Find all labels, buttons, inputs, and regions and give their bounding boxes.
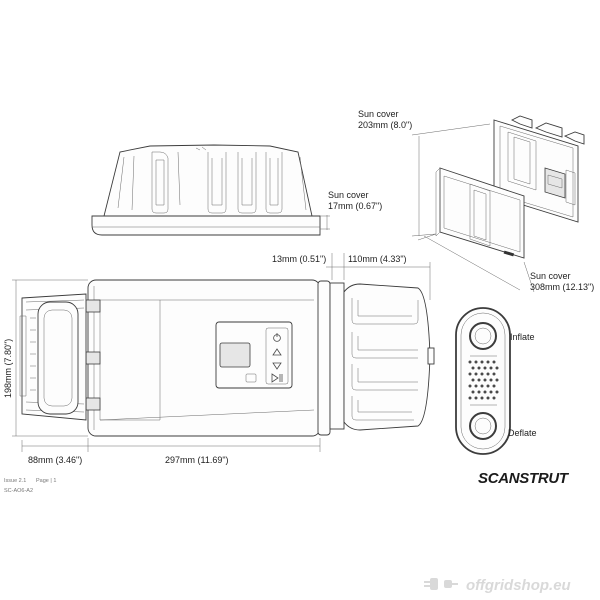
watermark: offgridshop.eu xyxy=(424,577,571,594)
play-pause-icon xyxy=(271,373,283,383)
speaker-grille xyxy=(468,360,499,400)
dimension-height-width: 198mm (7.80") 88mm (3.46") 297mm (11.69"… xyxy=(3,279,321,465)
deflate-label: Deflate xyxy=(508,428,537,438)
footer: Issue 2.1 Page | 1 SC-AO6-A2 xyxy=(4,478,56,494)
watermark-text: offgridshop.eu xyxy=(466,577,571,594)
power-icon xyxy=(273,333,281,342)
sun-cover-203-label: Sun cover xyxy=(358,109,399,119)
width-297-text: 297mm (11.69") xyxy=(165,455,229,465)
width-88-text: 88mm (3.46") xyxy=(28,455,82,465)
doc-code-text: SC-AO6-A2 xyxy=(4,488,33,494)
front-view-panel xyxy=(85,279,331,437)
inflate-button xyxy=(469,322,497,350)
pump-rear xyxy=(19,293,87,421)
sun-cover-17-value: 17mm (0.67") xyxy=(328,201,382,211)
deflate-button xyxy=(469,412,497,440)
side-view-pump xyxy=(329,282,435,431)
issue-text: Issue 2.1 xyxy=(4,478,26,484)
up-arrow-icon xyxy=(272,348,282,356)
depth-110-text: 110mm (4.33") xyxy=(348,254,407,264)
sun-cover-308-value: 308mm (12.13") xyxy=(530,282,594,292)
top-view-pump xyxy=(91,144,321,236)
brand-name: SCANSTRUT xyxy=(478,470,570,487)
remote-control: Inflate Deflate xyxy=(455,307,537,455)
dimension-sun-cover-308: Sun cover 308mm (12.13") xyxy=(417,233,594,293)
dimension-sun-cover-17: Sun cover 17mm (0.67") xyxy=(320,190,382,230)
dimension-sun-cover-203: Sun cover 203mm (8.0") xyxy=(358,109,491,237)
sun-cover-308-label: Sun cover xyxy=(530,271,571,281)
down-arrow-icon xyxy=(272,362,282,370)
sun-cover-17-label: Sun cover xyxy=(328,190,369,200)
plug-icon xyxy=(424,578,458,590)
perspective-view xyxy=(435,115,585,259)
dimension-depth: 13mm (0.51") 110mm (4.33") xyxy=(272,253,431,300)
page-text: Page | 1 xyxy=(36,478,56,484)
depth-13-text: 13mm (0.51") xyxy=(272,254,326,264)
sun-cover-203-value: 203mm (8.0") xyxy=(358,120,412,130)
height-198-text: 198mm (7.80") xyxy=(3,339,13,398)
inflate-label: Inflate xyxy=(510,332,535,342)
brand-logo: SCANSTRUT xyxy=(478,470,570,487)
